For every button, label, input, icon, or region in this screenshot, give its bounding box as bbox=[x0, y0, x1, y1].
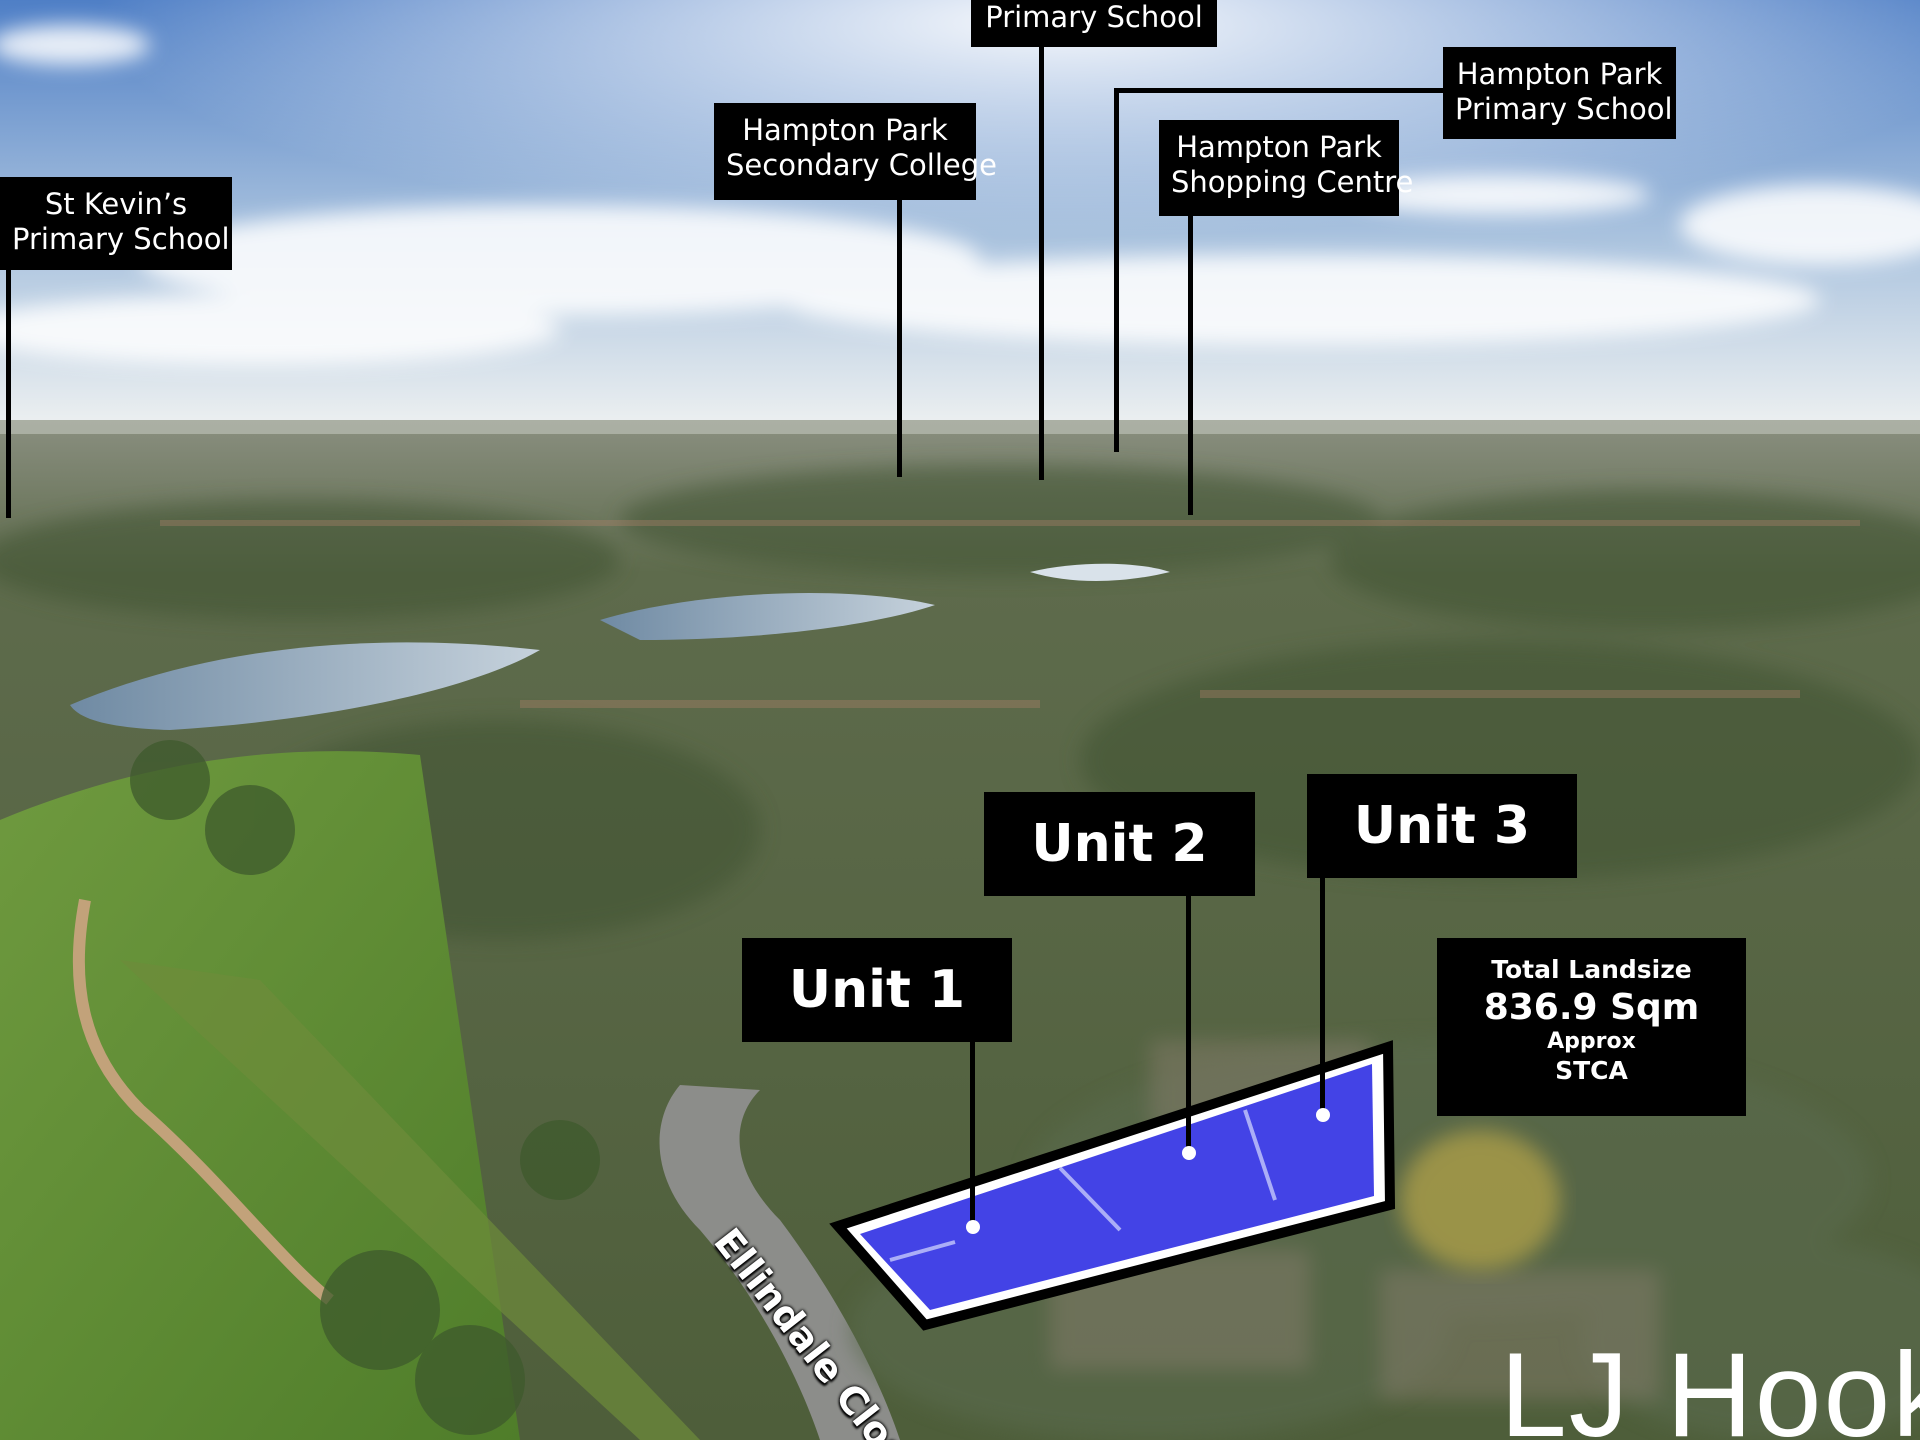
lot-fill bbox=[860, 1064, 1374, 1310]
callout-st-kevins-line-2: Primary School bbox=[12, 222, 230, 256]
leader-unit-3 bbox=[1320, 870, 1325, 1115]
leader-hp-secondary bbox=[897, 197, 902, 477]
landsize-stca: STCA bbox=[1555, 1056, 1628, 1085]
leader-unit-1 bbox=[970, 1040, 975, 1227]
label-unit-3: Unit 3 bbox=[1307, 774, 1577, 878]
leader-st-kevins bbox=[6, 268, 11, 518]
callout-hp-shopping-line-1: Hampton Park bbox=[1176, 130, 1382, 164]
leader-hp-primary bbox=[1114, 88, 1119, 452]
landsize-box: Total Landsize 836.9 Sqm Approx STCA bbox=[1437, 938, 1746, 1116]
agency-logo-text: LJ Hooke bbox=[1500, 1328, 1920, 1440]
callout-hp-shopping-line-2: Shopping Centre bbox=[1171, 165, 1414, 199]
label-unit-1: Unit 1 bbox=[742, 938, 1012, 1042]
callout-hp-secondary-line-2: Secondary College bbox=[726, 148, 997, 182]
landsize-approx: Approx bbox=[1547, 1029, 1636, 1054]
label-unit-2: Unit 2 bbox=[984, 792, 1255, 896]
callout-hp-primary-line-1: Hampton Park bbox=[1456, 57, 1663, 91]
callout-hp-secondary-line-1: Hampton Park bbox=[742, 113, 948, 147]
callout-hp-primary: Hampton Park Primary School bbox=[1443, 47, 1676, 139]
leader-hp-primary-horizontal bbox=[1114, 88, 1444, 93]
callout-primary-top: Primary School bbox=[971, 0, 1217, 47]
marker-unit-1 bbox=[966, 1220, 980, 1234]
marker-unit-3 bbox=[1316, 1108, 1330, 1122]
callout-st-kevins: St Kevin’s Primary School bbox=[0, 177, 232, 270]
leader-unit-2 bbox=[1186, 860, 1191, 1153]
callout-hp-shopping: Hampton Park Shopping Centre bbox=[1159, 120, 1414, 216]
landsize-area: 836.9 Sqm bbox=[1483, 987, 1700, 1028]
callout-hp-primary-line-2: Primary School bbox=[1455, 92, 1673, 126]
callout-st-kevins-line-1: St Kevin’s bbox=[44, 187, 188, 221]
landsize-title: Total Landsize bbox=[1491, 955, 1692, 984]
leader-hp-shopping bbox=[1188, 214, 1193, 515]
callout-hp-secondary: Hampton Park Secondary College bbox=[714, 103, 997, 200]
marker-unit-2 bbox=[1182, 1146, 1196, 1160]
callout-primary-top-line-1: Primary School bbox=[985, 0, 1203, 34]
leader-primary-top bbox=[1039, 44, 1044, 480]
